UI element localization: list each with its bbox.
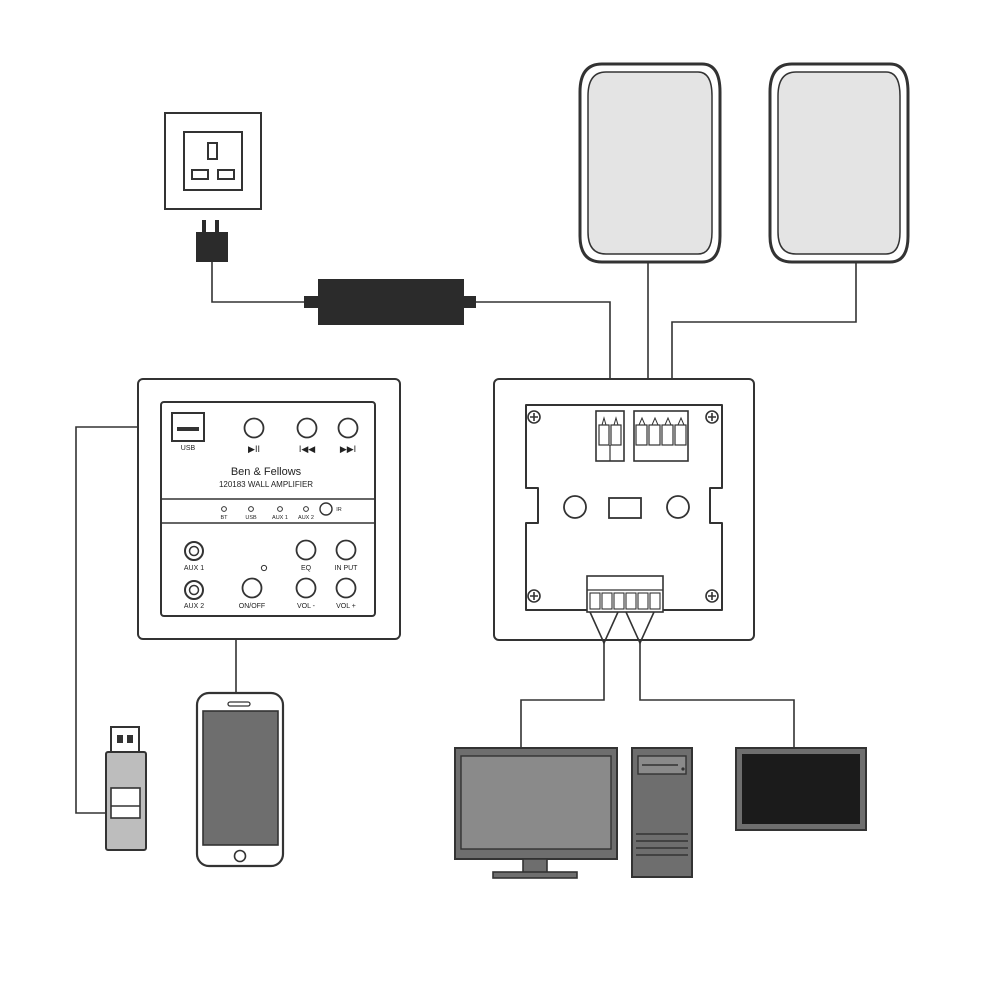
power-adapter-icon (304, 279, 476, 325)
power-led (260, 564, 268, 572)
usb-port[interactable] (171, 412, 205, 442)
wall-speaker-icon (578, 62, 722, 264)
previous-track-button[interactable] (296, 417, 318, 439)
next-track-icon: ▶▶I (340, 444, 356, 454)
indicator-led (277, 506, 283, 512)
on-off-button[interactable] (241, 577, 263, 599)
input-terminal (586, 575, 664, 645)
indicator-label: AUX 2 (298, 515, 314, 521)
next-track-button[interactable] (337, 417, 359, 439)
rating-label (608, 497, 642, 519)
indicator-label: BT (220, 515, 228, 521)
usb-stick-icon (105, 726, 147, 851)
indicator-leds: BT USB AUX 1 AUX 2 IR (220, 502, 342, 521)
aux2-label: AUX 2 (184, 603, 204, 610)
mounting-hole (666, 495, 690, 519)
screw-icon (527, 589, 541, 603)
indicator-label: AUX 1 (272, 515, 288, 521)
previous-track-icon: I◀◀ (299, 444, 315, 454)
monitor-icon (454, 747, 618, 879)
play-pause-button[interactable] (243, 417, 265, 439)
wire-plug-to-adapter (211, 262, 318, 303)
model-name: 120183 WALL AMPLIFIER (219, 480, 313, 489)
pc-tower-icon (631, 747, 693, 878)
screw-icon (527, 410, 541, 424)
indicator-led (221, 506, 227, 512)
ir-sensor (319, 502, 333, 516)
input-button[interactable] (335, 539, 357, 561)
volume-up-button[interactable] (335, 577, 357, 599)
power-terminal (595, 410, 625, 462)
tv-icon (735, 747, 867, 831)
amplifier-front-panel: USB ▶II I◀◀ ▶▶I Ben & Fellows 120183 WAL… (137, 378, 401, 640)
aux1-jack[interactable] (184, 541, 204, 561)
mounting-hole (563, 495, 587, 519)
power-plug-icon (196, 220, 228, 262)
indicator-label: USB (245, 515, 257, 521)
uk-wall-socket-icon (164, 112, 262, 210)
wire-speaker-right (671, 262, 857, 411)
ir-sensor-label: IR (336, 507, 342, 513)
speaker-terminal (633, 410, 689, 462)
aux2-jack[interactable] (184, 580, 204, 600)
wire-tv (639, 643, 795, 748)
volume-down-button[interactable] (295, 577, 317, 599)
usb-port-label: USB (181, 445, 196, 452)
play-pause-icon: ▶II (248, 444, 260, 454)
indicator-led (303, 506, 309, 512)
wire-computer (520, 643, 605, 748)
wire-adapter-to-back-panel (464, 301, 611, 411)
input-label: IN PUT (335, 565, 359, 572)
aux1-label: AUX 1 (184, 565, 204, 572)
screw-icon (705, 589, 719, 603)
eq-label: EQ (301, 565, 312, 572)
amplifier-back-panel (493, 378, 755, 645)
volume-up-label: VOL + (336, 603, 356, 610)
brand-name: Ben & Fellows (231, 466, 302, 478)
wall-speaker-icon (768, 62, 910, 264)
indicator-led (248, 506, 254, 512)
screw-icon (705, 410, 719, 424)
volume-down-label: VOL - (297, 603, 316, 610)
wire-usb-stick (75, 426, 172, 814)
smartphone-icon (195, 691, 285, 868)
eq-button[interactable] (295, 539, 317, 561)
on-off-label: ON/OFF (239, 603, 265, 610)
